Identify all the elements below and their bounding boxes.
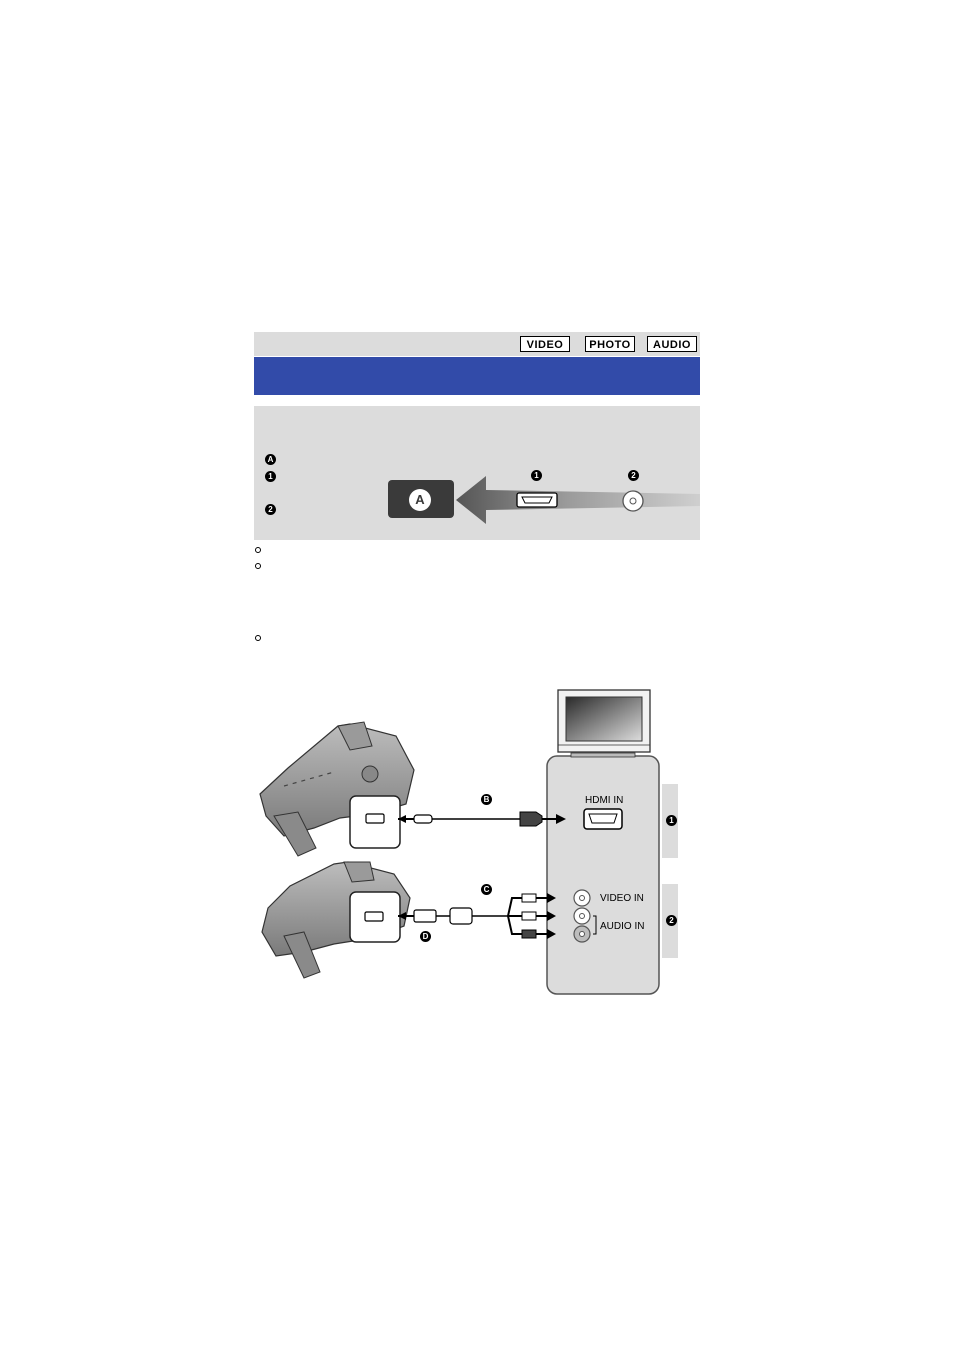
port-label-hdmi-in: HDMI IN xyxy=(585,795,624,806)
av-cable xyxy=(398,893,556,939)
mode-tag-video: VIDEO xyxy=(520,336,570,352)
tv-audio-l-jack-icon xyxy=(573,907,591,925)
mode-header-bar: VIDEO PHOTO AUDIO xyxy=(254,332,700,356)
camera-top-hdmi-port-icon xyxy=(365,813,385,824)
connection-diagram xyxy=(259,689,678,995)
side-tab-label-2: 2 xyxy=(666,915,677,926)
tv-video-jack-icon xyxy=(573,889,591,907)
mode-tag-photo: PHOTO xyxy=(585,336,635,352)
mode-tag-audio: AUDIO xyxy=(647,336,697,352)
tv-back-panel xyxy=(546,755,660,995)
info-box: A 1 2 A 1 2 xyxy=(254,406,700,540)
page-title-bar xyxy=(254,357,700,395)
terminal-a-label: A xyxy=(409,489,431,511)
cable-label-b: B xyxy=(481,794,492,805)
connector-marker-1: 1 xyxy=(531,470,542,481)
bullet-3 xyxy=(255,635,261,641)
tv-icon xyxy=(557,689,651,758)
quality-diagram xyxy=(388,476,700,524)
bullet-2 xyxy=(255,563,261,569)
hdmi-connector-inner xyxy=(521,496,553,504)
legend-marker-a: A xyxy=(265,454,276,465)
side-tab-label-1: 1 xyxy=(666,815,677,826)
bullet-1 xyxy=(255,547,261,553)
tv-hdmi-port-icon xyxy=(583,808,623,830)
cable-label-c: C xyxy=(481,884,492,895)
camera-bottom-av-port-icon xyxy=(364,911,384,922)
legend-marker-1: 1 xyxy=(265,471,276,482)
port-label-audio-in: AUDIO IN xyxy=(600,921,645,932)
av-connector-pin xyxy=(629,497,637,505)
legend-marker-2: 2 xyxy=(265,504,276,515)
quality-arrow xyxy=(456,476,700,524)
connector-marker-2: 2 xyxy=(628,470,639,481)
cable-label-d: D xyxy=(420,931,431,942)
port-label-video-in: VIDEO IN xyxy=(600,893,644,904)
hdmi-cable xyxy=(398,811,566,827)
audio-bracket xyxy=(593,915,597,935)
